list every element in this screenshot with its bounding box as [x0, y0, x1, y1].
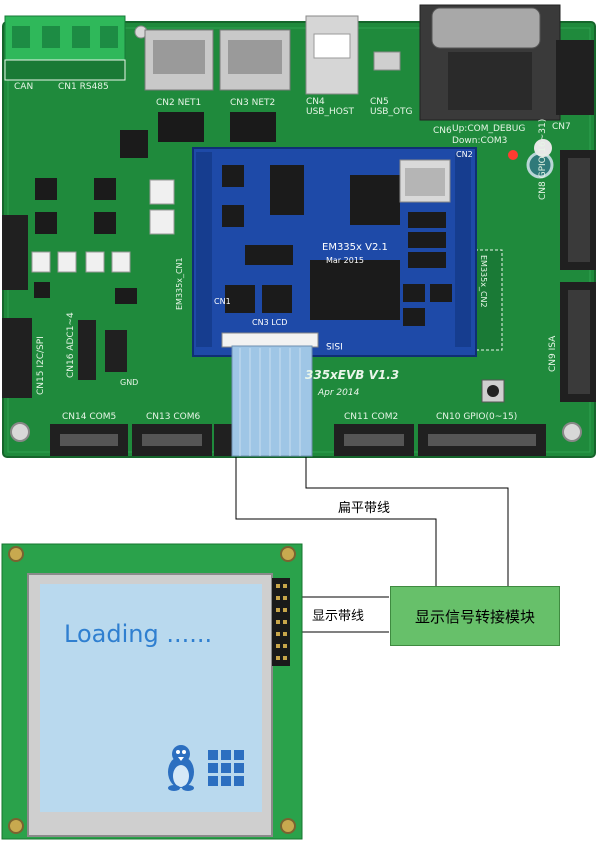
display-signal-adapter-module: 显示信号转接模块	[390, 586, 560, 646]
display-cable-label: 显示带线	[312, 609, 365, 624]
mount-hole	[280, 546, 296, 562]
lcd-module	[1, 543, 303, 840]
label-cn14: CN14 COM5	[62, 412, 117, 422]
label-debug: Up:COM_DEBUG	[452, 124, 526, 134]
board-date: Apr 2014	[318, 388, 360, 398]
board-title: 335xEVB V1.3	[305, 368, 400, 382]
lcd-header	[272, 578, 290, 666]
mount-hole	[8, 818, 24, 834]
usb-otg-port	[373, 51, 401, 71]
mount-hole	[562, 422, 582, 442]
core-cn1: CN1	[214, 297, 231, 306]
label-cn4: CN4 USB_HOST	[306, 97, 355, 117]
header-cn15	[2, 318, 32, 398]
mount-hole	[8, 546, 24, 562]
penguin-icon	[168, 745, 194, 791]
mount-hole	[10, 422, 30, 442]
lcd-loading-text: Loading ......	[64, 620, 213, 648]
core-cn3-lcd: CN3 LCD	[252, 318, 288, 327]
label-cn6: CN6	[433, 126, 452, 136]
flat-cable-wire-right	[305, 457, 509, 586]
flat-cable-wire-left	[235, 457, 437, 586]
label-can: CAN	[14, 82, 34, 92]
label-cn7: CN7	[552, 122, 571, 132]
main-board	[2, 4, 596, 458]
header-cn16	[78, 320, 96, 380]
core-date: Mar 2015	[326, 256, 364, 265]
label-cn11: CN11 COM2	[344, 412, 399, 422]
lcd-screen	[40, 584, 262, 812]
label-cn5: CN5 USB_OTG	[370, 97, 413, 117]
label-gnd: GND	[120, 378, 139, 387]
label-cn1: CN1 RS485	[58, 82, 109, 92]
core-cn2: CN2	[456, 150, 473, 159]
flat-cable	[231, 345, 313, 457]
label-cn10: CN10 GPIO(0~15)	[436, 412, 518, 422]
core-name: EM335x V2.1	[322, 242, 388, 253]
mount-hole	[280, 818, 296, 834]
label-com3: Down:COM3	[452, 136, 508, 146]
flat-cable-label: 扁平带线	[338, 501, 391, 516]
grid-icon	[208, 750, 244, 786]
label-cn2: CN2 NET1	[156, 98, 202, 108]
label-cn13: CN13 COM6	[146, 412, 201, 422]
label-cn3: CN3 NET2	[230, 98, 276, 108]
